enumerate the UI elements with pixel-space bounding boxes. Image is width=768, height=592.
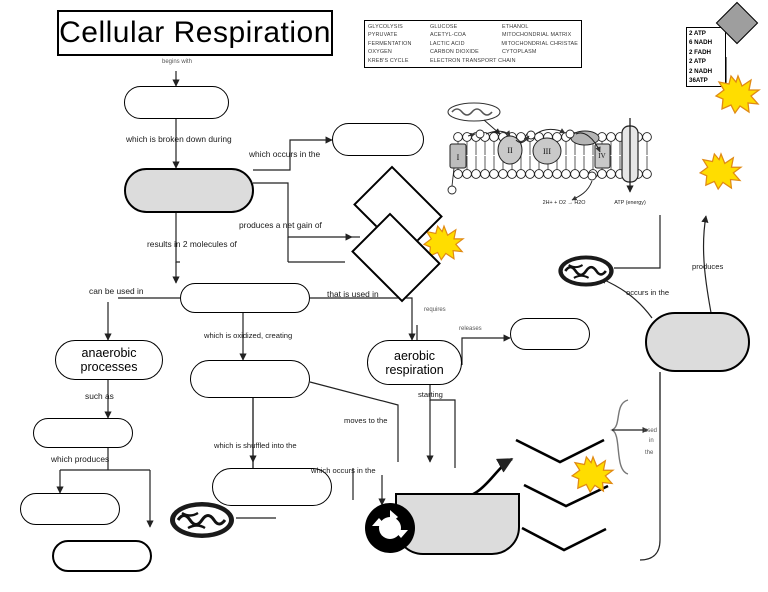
label-starting: starting	[418, 390, 443, 399]
label-produces: produces	[692, 262, 724, 271]
label-moves-to-the: moves to the	[344, 416, 388, 425]
label-which-occurs-in-the: which occurs in the	[311, 466, 376, 475]
word-bank-term: MITOCHONDRIAL MATRIX	[502, 32, 572, 39]
word-bank-row: FERMENTATION LACTIC ACID MITOCHONDRIAL C…	[368, 40, 578, 48]
label-begins-with: begins with	[161, 59, 193, 65]
node-fermentation-product-a[interactable]	[20, 493, 120, 525]
node-releases-blank[interactable]	[510, 318, 590, 350]
word-bank-term: CARBON DIOXIDE	[430, 49, 479, 56]
atp-legend-line: 2 ATP	[689, 30, 706, 37]
node-pyruvate-blank[interactable]	[180, 283, 310, 313]
word-bank-row: KREB'S CYCLE ELECTRON TRANSPORT CHAIN	[368, 57, 578, 65]
word-bank-term: ETHANOL	[502, 24, 529, 30]
node-cytoplasm-blank[interactable]	[332, 123, 424, 156]
node-aerobic-respiration[interactable]: aerobic respiration	[367, 340, 462, 385]
word-bank-term: ELECTRON TRANSPORT CHAIN	[430, 57, 516, 64]
label-can-be-used-in: can be used in	[89, 286, 144, 296]
starburst-icon	[698, 152, 743, 191]
label-results-in-2-molecules: results in 2 molecules of	[147, 239, 237, 249]
word-bank-term: PYRUVATE	[368, 32, 398, 39]
starburst-icon	[570, 455, 615, 494]
mitochondrion-icon	[170, 502, 234, 538]
word-bank-term: GLYCOLYSIS	[368, 24, 403, 30]
label-used: used	[644, 428, 658, 434]
node-oxidized-blank[interactable]	[190, 360, 310, 398]
word-bank-row: OXYGEN CARBON DIOXIDE CYTOPLASM	[368, 48, 578, 56]
word-bank-term: CYTOPLASM	[502, 49, 537, 56]
label-net-gain: produces a net gain of	[239, 220, 322, 230]
node-label: aerobic respiration	[385, 348, 444, 377]
node-glycolysis-blank[interactable]	[124, 168, 254, 213]
starburst-icon	[422, 224, 465, 261]
label-broken-down-during: which is broken down during	[126, 134, 232, 144]
node-glucose-blank[interactable]	[124, 86, 229, 119]
word-bank-term: ACETYL-COA	[430, 32, 466, 39]
atp-legend-line: 6 NADH	[689, 39, 713, 47]
label-that-is-used-in: that is used in	[327, 289, 379, 299]
word-bank: GLYCOLYSIS GLUCOSE ETHANOL PYRUVATE ACET…	[364, 20, 582, 68]
starburst-icon	[714, 74, 761, 115]
word-bank-row: GLYCOLYSIS GLUCOSE ETHANOL	[368, 23, 578, 31]
node-label: anaerobic processes	[80, 346, 138, 374]
node-fermentation-blank[interactable]	[33, 418, 133, 448]
complex-1-label: I	[457, 153, 460, 162]
atp-legend-line: 2 ATP	[689, 58, 706, 66]
atp-legend-line: 2 NADH	[689, 67, 713, 75]
word-bank-term: LACTIC ACID	[429, 40, 465, 47]
atp-yield-legend: 2 ATP 6 NADH 2 FADH 2 ATP 2 NADH 36ATP	[686, 27, 726, 87]
word-bank-term: KREB'S CYCLE	[368, 57, 409, 64]
complex-3-label: III	[543, 147, 551, 156]
node-fermentation-product-b[interactable]	[52, 540, 152, 572]
word-bank-term: FERMENTATION	[368, 40, 412, 47]
mitochondrion-icon	[558, 255, 614, 287]
node-shuffled-blank[interactable]	[212, 468, 332, 506]
atp-legend-line: 36ATP	[689, 77, 708, 85]
complex-4-label: IV	[598, 152, 605, 160]
cycle-arrows-icon	[365, 503, 415, 553]
node-anaerobic-processes[interactable]: anaerobic processes	[55, 340, 163, 380]
label-such-as: such as	[85, 391, 114, 401]
label-in: in	[649, 438, 654, 444]
label-which-is-oxidized: which is oxidized, creating	[204, 331, 293, 340]
worksheet-title: Cellular Respiration	[57, 10, 333, 56]
etc-atp-label: ATP (energy)	[614, 200, 646, 206]
complex-2-label: II	[507, 146, 513, 155]
label-requires: requires	[424, 307, 446, 313]
atp-legend-line: 2 FADH	[689, 48, 712, 56]
label-the: the	[645, 450, 654, 456]
page-title: Cellular Respiration	[59, 16, 331, 49]
word-bank-row: PYRUVATE ACETYL-COA MITOCHONDRIAL MATRIX	[368, 31, 578, 39]
electron-transport-chain-diagram: I II III IV 2H+ + O2 → H2O ATP (energy)	[447, 102, 652, 206]
label-which-produces: which produces	[51, 454, 110, 464]
word-bank-term: GLUCOSE	[430, 24, 458, 30]
label-releases: releases	[459, 326, 482, 332]
label-occurs-in-the-right: occurs in the	[626, 288, 670, 297]
node-right-shaded-blank[interactable]	[645, 312, 750, 372]
word-bank-term	[550, 57, 578, 65]
word-bank-term: MITOCHONDRIAL CHRISTAE	[501, 40, 578, 47]
etc-water-equation-label: 2H+ + O2 → H2O	[543, 200, 586, 206]
label-which-is-shuffled: which is shuffled into the	[214, 441, 297, 450]
label-occurs-in-the-top: which occurs in the	[249, 149, 321, 159]
word-bank-term: OXYGEN	[368, 49, 392, 56]
